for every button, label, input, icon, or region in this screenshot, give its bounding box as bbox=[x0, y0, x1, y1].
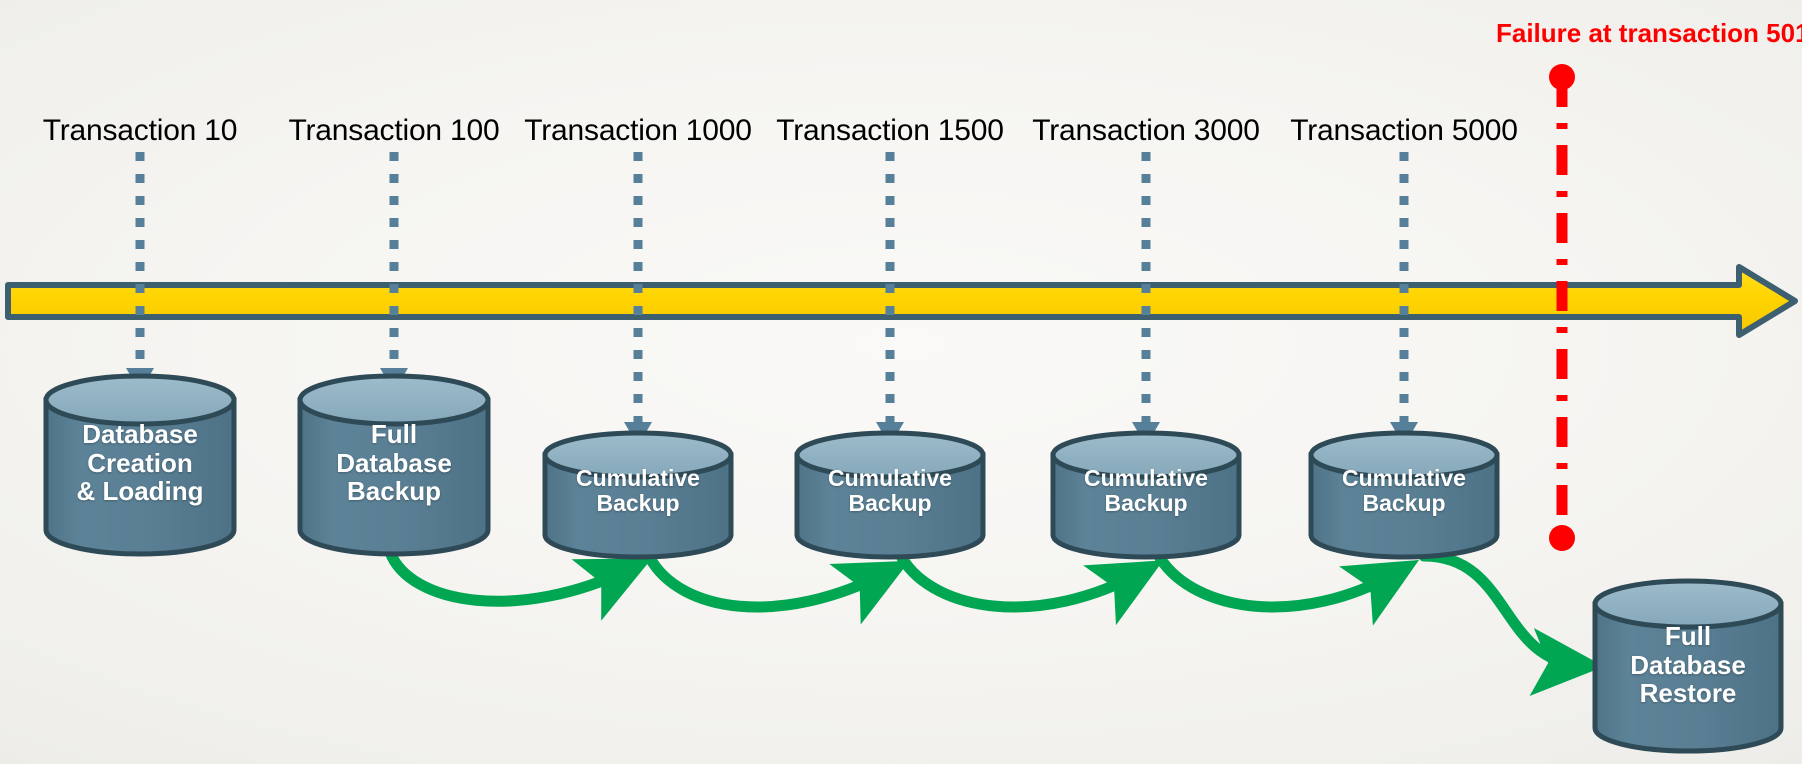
cylinder-cumulative-backup-2 bbox=[794, 430, 986, 560]
cylinder-label-database-creation-loading: Database Creation & Loading bbox=[76, 419, 204, 507]
transaction-label-5000: Transaction 5000 bbox=[1290, 114, 1518, 147]
restore-arrow-1 bbox=[384, 546, 652, 621]
cylinder-label-full-database-restore: Full Database Restore bbox=[1630, 621, 1746, 709]
cylinder-cumulative-backup-1 bbox=[542, 430, 734, 560]
cylinder-full-database-backup bbox=[297, 373, 491, 557]
cylinder-database-creation-loading bbox=[43, 373, 237, 557]
transaction-label-1000: Transaction 1000 bbox=[524, 114, 752, 147]
transaction-label-1500: Transaction 1500 bbox=[776, 114, 1004, 147]
cylinder-cumulative-backup-3 bbox=[1050, 430, 1242, 560]
transaction-timeline-arrow bbox=[5, 264, 1798, 338]
transaction-label-10: Transaction 10 bbox=[42, 114, 238, 147]
transaction-connector-arrowheads bbox=[126, 368, 1418, 446]
cumulative-restore-chain bbox=[384, 546, 1605, 696]
cylinder-label-full-database-backup: Full Database Backup bbox=[336, 419, 452, 507]
restore-arrow-2 bbox=[644, 552, 910, 625]
cylinder-label-cumulative-backup-3: Cumulative Backup bbox=[1084, 465, 1208, 517]
cylinder-shapes bbox=[43, 373, 1784, 754]
cylinder-full-database-restore bbox=[1592, 578, 1784, 754]
transaction-label-3000: Transaction 3000 bbox=[1032, 114, 1260, 147]
cylinder-label-cumulative-backup-4: Cumulative Backup bbox=[1342, 465, 1466, 517]
failure-label: Failure at transaction 5010 bbox=[1495, 18, 1802, 48]
transaction-label-100: Transaction 100 bbox=[288, 114, 500, 147]
restore-arrow-to-full-restore bbox=[1418, 550, 1605, 696]
cylinder-label-cumulative-backup-1: Cumulative Backup bbox=[576, 465, 700, 517]
cylinder-cumulative-backup-4 bbox=[1308, 430, 1500, 560]
restore-arrow-4 bbox=[1154, 552, 1420, 626]
transaction-connector-lines bbox=[135, 152, 1409, 422]
failure-marker-line bbox=[1549, 64, 1575, 551]
cylinder-label-cumulative-backup-2: Cumulative Backup bbox=[828, 465, 952, 517]
restore-arrow-3 bbox=[896, 552, 1164, 626]
